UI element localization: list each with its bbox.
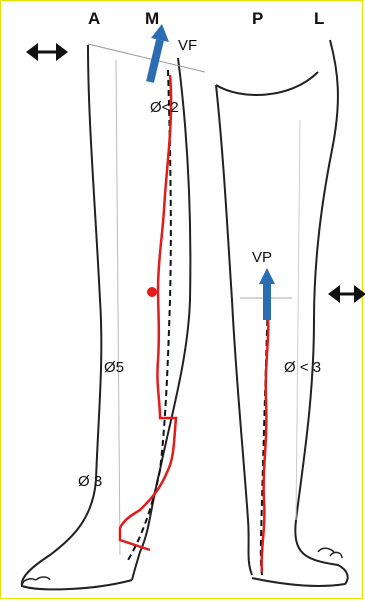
vf-label: VF [178,37,197,54]
right-leg-guide-line [296,120,300,520]
header-label-p: P [252,9,263,28]
vp-flow-arrow [259,268,275,320]
diameter-label-calf-right: Ø < 3 [284,359,321,376]
left-vein-dashed-path [128,70,171,560]
left-leg-guide-line [116,60,120,555]
diameter-label-ankle-left: Ø 3 [78,473,102,490]
left-leg-outline [22,45,191,589]
header-label-m: M [145,9,159,28]
left-leg-inner-contour [132,58,190,580]
right-buttock-curve [216,72,318,95]
right-foot-toes [318,548,342,558]
vf-flow-arrow [150,24,169,82]
right-double-arrow-icon [328,285,365,303]
left-leg-outer-contour [22,45,132,589]
right-leg-outline [216,40,348,586]
vp-arrow-head [259,268,275,284]
right-leg-inner-contour [216,85,252,575]
diameter-label-thigh: Ø<2 [150,99,179,116]
left-reflux-line [120,75,176,550]
vf-arrow-shaft [150,40,160,82]
left-foot-toes [22,577,50,586]
diameter-label-calf-left: Ø5 [104,359,124,376]
header-label-l: L [314,9,324,28]
header-label-a: A [88,9,100,28]
left-reflux-point [147,287,157,297]
right-reflux-line [262,300,269,572]
vp-label: VP [252,249,272,266]
left-double-arrow-icon [26,43,68,61]
